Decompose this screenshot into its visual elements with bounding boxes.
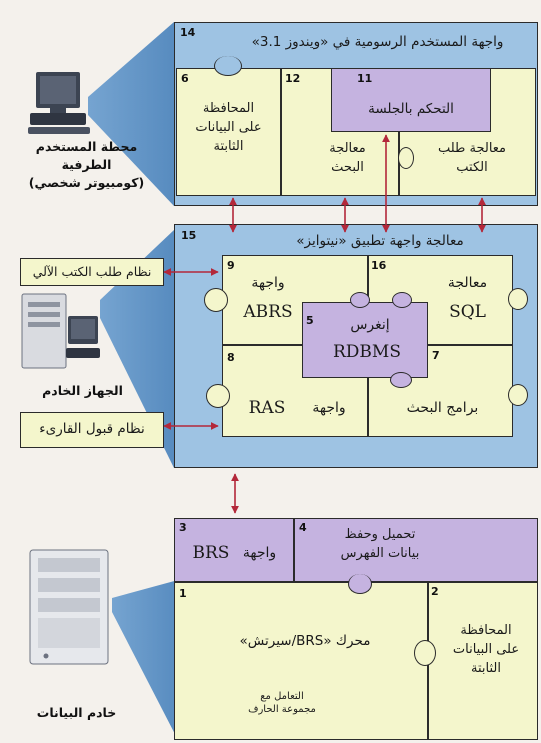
block-9-number: 9 [227,259,235,272]
block-3-number: 3 [179,521,187,534]
data-server-icon [29,549,109,665]
block-11-number: 11 [357,72,373,85]
block-12-number: 12 [285,72,301,85]
block-6-label: المحافظة على البيانات الثابتة [195,101,262,154]
puzzle-tab [392,292,412,308]
block-16-latin: SQL [449,302,486,322]
block-4-catalog-load [294,518,538,582]
data-server-label: خادم البيانات [36,705,117,720]
block-3-latin: BRS [192,543,230,563]
block-5-latin: RDBMS [333,342,401,362]
block-8-latin: RAS [248,398,286,418]
block-3-label: واجهة [242,545,277,561]
block-2-label: المحافظة على البيانات الثابتة [452,623,520,676]
puzzle-tab [350,292,370,308]
block-3-brs-interface [174,518,294,582]
netwise-api-title: معالجة واجهة تطبيق «نيتوايز» [296,233,464,249]
reader-acceptance-system: نظام قبول القارىء [20,412,164,448]
block-1-sub: التعامل مع مجموعة الحارف [248,691,316,715]
data-server-beam [112,580,178,740]
block-12-label: معالجة البحث [329,141,366,175]
block-11-label: التحكم بالجلسة [368,101,454,117]
block-1-label: محرك «BRS/سيرتش» [239,633,371,649]
block-1-brs-search-engine [174,582,428,740]
puzzle-tab [204,288,228,312]
puzzle-tab [414,640,436,666]
block-7-number: 7 [432,349,440,362]
block-9-latin: ABRS [243,302,293,322]
terminal-beam [88,22,174,206]
block-13-label: معالجة طلب الكتب [437,141,507,175]
panel-14-number: 14 [180,26,196,39]
block-9-label: واجهة [251,275,285,291]
server-icon [21,293,100,369]
block-7-label: برامج البحث [406,400,479,416]
block-2-number: 2 [431,585,439,598]
terminal-pc-icon [28,72,90,134]
puzzle-tab [390,372,412,388]
block-6-static-data [176,68,281,196]
block-4-number: 4 [299,521,307,534]
block-6-number: 6 [181,72,189,85]
auto-book-request-system: نظام طلب الكتب الآلي [20,258,164,286]
server-device-label: الجهاز الخادم [42,383,123,398]
puzzle-tab [508,288,528,310]
terminal-station-label: محطة المستخدم الطرفية (كومبيوتر شخصي) [28,139,145,191]
block-16-label: معالجة [447,275,488,291]
block-5-ingres-rdbms [302,302,428,378]
block-5-number: 5 [306,314,314,327]
block-5-label: إنغرس [350,317,390,333]
gui-windows-title: واجهة المستخدم الرسومية في «ويندوز 3.1» [251,34,504,50]
puzzle-tab [206,384,230,408]
puzzle-tab [508,384,528,406]
block-4-label: تحميل وحفظ بيانات الفهرس [340,527,420,561]
block-16-number: 16 [371,259,387,272]
puzzle-tab [348,574,372,594]
puzzle-tab [398,147,414,169]
block-1-number: 1 [179,587,187,600]
block-8-label: واجهة [312,400,346,416]
block-8-number: 8 [227,351,235,364]
server-beam [100,230,174,468]
puzzle-tab [214,56,242,76]
block-11-session-control [331,68,491,132]
panel-15-number: 15 [181,229,197,242]
block-2-static-data [428,582,538,740]
